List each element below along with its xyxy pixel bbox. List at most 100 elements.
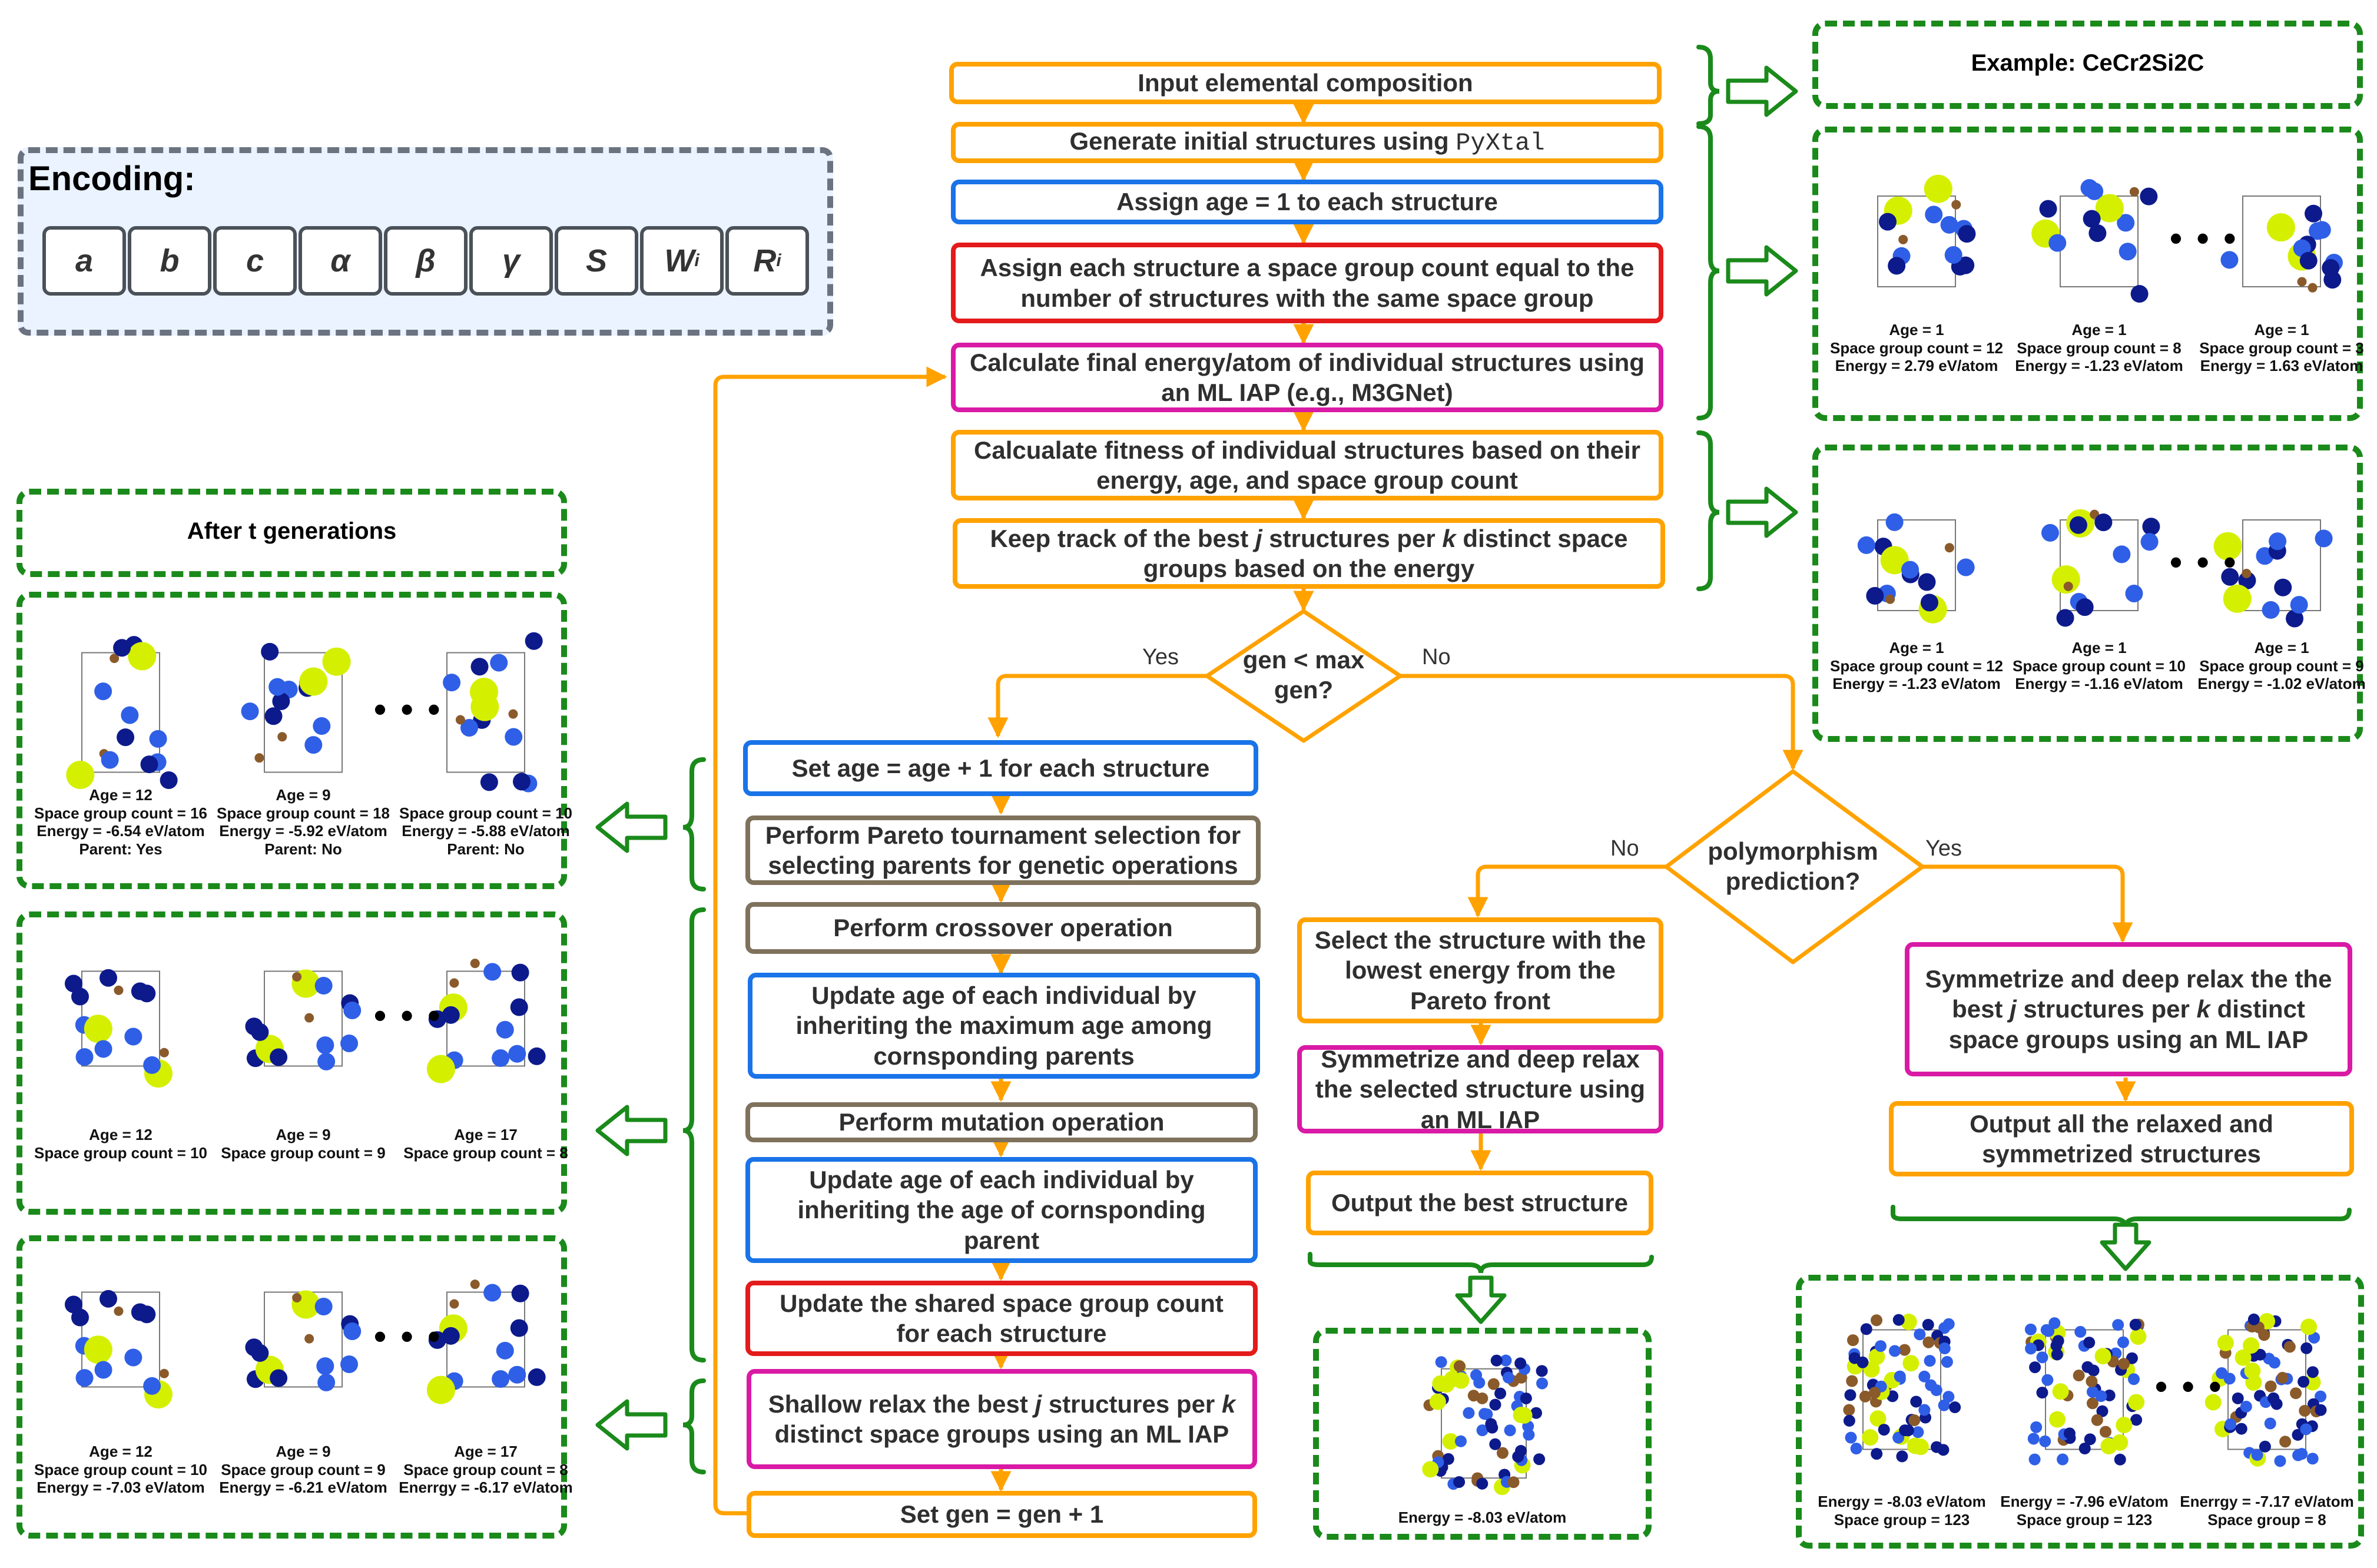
atom [1878,213,1897,231]
caption-line: Space group count = 9 [221,1143,386,1162]
block-arrow-right-2 [1726,245,1798,297]
step-assign-space-group-count[interactable]: Assign each structure a space group coun… [951,243,1663,323]
step-assign-age[interactable]: Assign age = 1 to each structure [951,180,1663,224]
atom [2086,1375,2098,1388]
gene-symbol: b [160,243,180,279]
atom [2117,1336,2129,1348]
step-label: Set gen = gen + 1 [900,1500,1104,1529]
step-select-lowest-energy[interactable]: Select the structure with the lowest ene… [1297,917,1663,1023]
step-label: Perform crossover operation [833,914,1173,942]
atom [2127,1373,2140,1385]
atom [2305,204,2323,223]
caption-line: Energy = -1.02 eV/atom [2197,675,2366,693]
step-output-all[interactable]: Output all the relaxed and symmetrized s… [1889,1101,2354,1176]
atom [71,1308,89,1327]
step-shallow-relax[interactable]: Shallow relax the best j structures per … [747,1369,1257,1469]
unit-cell-outline [264,652,343,773]
step-symmetrize-best-j[interactable]: Symmetrize and deep relax the the best j… [1905,942,2352,1076]
atom [1918,1404,1931,1416]
atom [483,963,502,981]
brace-relaxed [682,1378,706,1474]
atom [2140,187,2158,205]
step-label: Calcualate fitness of individual structu… [974,436,1640,494]
atom [241,702,259,721]
atom [2091,1414,2103,1426]
atom [2315,529,2333,548]
atom [2265,1380,2277,1393]
block-arrow-right-3 [1726,486,1798,538]
step-crossover[interactable]: Perform crossover operation [745,902,1261,954]
edge-label-no-gen: No [1422,645,1451,669]
caption-line: Energy = -7.03 eV/atom [37,1479,205,1497]
caption-line: Age = 17 [454,1126,518,1143]
step-update-space-group-count[interactable]: Update the shared space group count for … [745,1281,1258,1356]
atom [340,1034,359,1052]
caption-line: Age = 1 [2071,321,2127,339]
atom [1885,594,1895,604]
atom [2299,251,2318,270]
atom [2048,234,2067,252]
step-calculate-fitness[interactable]: Calcualate fitness of individual structu… [951,430,1663,500]
caption-line: Age = 9 [276,1443,331,1460]
atom-ce [2213,532,2242,561]
step-keep-track-best[interactable]: Keep track of the best j structures per … [953,518,1665,589]
atom [490,654,508,672]
step-increment-gen[interactable]: Set gen = gen + 1 [747,1491,1257,1538]
caption-line: Energy = 1.63 eV/atom [2200,357,2363,375]
atom [2126,1352,2138,1364]
crystal-structure-image [245,969,362,1070]
caption-line: Parent: No [447,840,525,858]
step-label: Update age of each individual by inherit… [795,982,1212,1070]
step-update-age-parent[interactable]: Update age of each individual by inherit… [745,1157,1258,1263]
atom [2063,1427,2076,1440]
caption-line: Age = 12 [89,1126,153,1143]
step-update-age-max[interactable]: Update age of each individual by inherit… [748,973,1260,1079]
more-structures-ellipsis: • • • [2170,218,2239,258]
gene-symbol: R [753,243,777,279]
caption-line: Age = 9 [276,786,331,804]
atom [2039,200,2057,218]
atom [2036,1351,2048,1364]
step-output-best[interactable]: Output the best structure [1306,1171,1653,1235]
caption-line: Energy = -6.21 eV/atom [219,1479,387,1497]
atom [1866,586,1884,605]
atom [1878,1424,1890,1436]
atom [483,1284,502,1302]
step-input-composition[interactable]: Input elemental composition [949,62,1662,104]
atom [1476,1477,1488,1490]
atom [313,717,331,735]
gene-subscript: i [694,251,699,270]
step-label: Generate initial structures using PyXtal [1069,127,1545,158]
step-calculate-energy[interactable]: Calculate final energy/atom of individua… [951,343,1663,412]
atom [2036,1387,2048,1399]
step-mutation[interactable]: Perform mutation operation [745,1102,1258,1142]
atom [2129,187,2139,197]
atom [1931,1441,1943,1453]
caption-line: Enerrgy = -7.17 eV/atom [2180,1493,2354,1510]
block-arrow-down-best [1455,1275,1507,1324]
step-pareto-selection[interactable]: Perform Pareto tournament selection for … [745,816,1261,885]
panel-polymorphs [1796,1275,2364,1549]
decision-gen-label[interactable]: gen < max gen? [1242,646,1365,704]
atom [2315,1390,2327,1403]
atom-ce [322,647,351,676]
atom [2056,609,2074,627]
atom [1856,1356,1869,1368]
atom [1514,1357,1527,1370]
decision-poly-label[interactable]: polymorphism prediction? [1708,837,1878,896]
atom [71,987,89,1006]
atom-ce [128,642,157,671]
atom [2125,584,2143,602]
atom [2027,1433,2040,1445]
step-symmetrize-selected[interactable]: Symmetrize and deep relax the selected s… [1297,1045,1663,1133]
panel-after-title [16,489,567,577]
atom [113,639,131,657]
atom [1896,1450,1908,1463]
step-generate-structures[interactable]: Generate initial structures using PyXtal [951,122,1663,163]
best-structure-energy: Energy = -8.03 eV/atom [1398,1509,1567,1526]
atom [292,1293,302,1303]
caption-line: Energy = -1.16 eV/atom [2015,675,2183,693]
step-increment-age[interactable]: Set age = age + 1 for each structure [743,740,1258,796]
atom [1868,1387,1881,1399]
